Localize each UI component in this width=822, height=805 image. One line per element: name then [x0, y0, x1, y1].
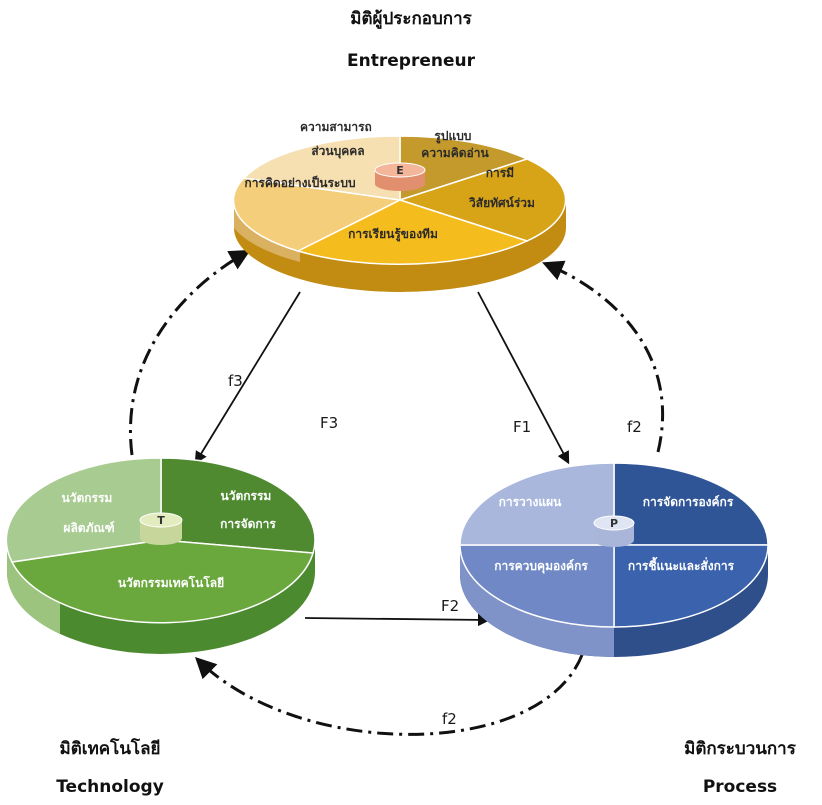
pie-entrepreneur-segment-shared-vision [397, 158, 567, 242]
title-process-en: Process [702, 777, 778, 797]
pie-process-segment-planning [459, 462, 615, 546]
pie-process-segment-directing [613, 544, 769, 628]
pie-entrepreneur: E รูปแบบ ความคิดอ่าน การมี วิสัยทัศน์ร่ว… [232, 120, 567, 292]
segment-label-technology-innovation: นวัตกรรมเทคโนโลยี [118, 575, 224, 590]
pie-process-segment-controlling [459, 544, 615, 628]
title-entrepreneur-en: Entrepreneur [347, 51, 475, 71]
pie-entrepreneur-side [234, 200, 566, 292]
segment-label-style: รูปแบบ ความคิดอ่าน [421, 129, 489, 160]
pie-entrepreneur-hub: E [374, 162, 426, 191]
hub-label-P: P [610, 517, 618, 530]
arrow-F2-technology-to-process [304, 613, 491, 627]
pie-technology-segment-product-innovation [5, 457, 162, 563]
arrow-F3-entrepreneur-to-technology [194, 291, 301, 465]
flow-label-F2: F2 [441, 597, 459, 615]
segment-label-management-innovation: นวัตกรรม การจัดการ [220, 489, 276, 531]
pie-entrepreneur-segment-style [399, 135, 530, 202]
segment-label-systems-thinking: การคิดอย่างเป็นระบบ [244, 175, 355, 190]
pie-entrepreneur-segment-systems-thinking [232, 177, 403, 252]
flow-labels: f3 F3 F1 f2 F2 f2 [228, 372, 642, 728]
segment-label-personal-mastery: ความสามารถ ส่วนบุคคล [300, 120, 376, 159]
arrow-f2-feedback-bottom [194, 654, 584, 736]
segment-label-controlling: การควบคุมองค์กร [494, 559, 588, 574]
pie-process: P การจัดการองค์กร การชี้แนะและสั่งการ กา… [459, 462, 769, 657]
segment-label-shared-vision: การมี วิสัยทัศน์ร่วม [469, 166, 535, 210]
pie-process-hub: P [593, 515, 635, 547]
arrow-f3-feedback-left [129, 249, 251, 456]
pie-technology-side [7, 540, 315, 654]
flow-label-F3: F3 [320, 414, 338, 432]
flow-label-f3: f3 [228, 372, 243, 390]
title-process: มิติกระบวนการ Process [660, 733, 820, 803]
segment-label-product-innovation: นวัตกรรม ผลิตภัณฑ์ [62, 491, 117, 535]
hub-label-E: E [396, 164, 404, 177]
flow-label-f2-bottom: f2 [442, 710, 457, 728]
title-technology-en: Technology [56, 777, 164, 797]
arrow-f2-feedback-right [542, 260, 664, 453]
pie-entrepreneur-segment-personal-mastery [242, 135, 401, 201]
title-technology: มิติเทคโนโลยี Technology [30, 733, 190, 803]
title-technology-th: มิติเทคโนโลยี [59, 739, 161, 759]
pie-process-segment-organizing [613, 462, 769, 546]
pie-technology-segment-technology-innovation [10, 539, 314, 624]
pie-entrepreneur-segment-team-learning [295, 199, 530, 265]
title-entrepreneur: มิติผู้ประกอบการ Entrepreneur [311, 3, 511, 77]
pie-technology-hub: T [139, 512, 183, 545]
title-entrepreneur-th: มิติผู้ประกอบการ [350, 9, 472, 29]
flow-label-F1: F1 [513, 418, 531, 436]
flow-label-f2-right: f2 [627, 418, 642, 436]
pie-technology-segment-management-innovation [160, 457, 316, 554]
title-process-th: มิติกระบวนการ [684, 739, 796, 759]
hub-label-T: T [157, 514, 165, 527]
segment-label-team-learning: การเรียนรู้ของทีม [348, 227, 438, 242]
connectors [129, 249, 664, 736]
arrow-F1-entrepreneur-to-process [477, 291, 570, 465]
pie-technology: T นวัตกรรม การจัดการ นวัตกรรมเทคโนโลยี น… [5, 457, 316, 654]
segment-label-directing: การชี้แนะและสั่งการ [628, 556, 735, 573]
segment-label-organizing: การจัดการองค์กร [643, 495, 734, 509]
segment-label-planning: การวางแผน [499, 495, 563, 509]
